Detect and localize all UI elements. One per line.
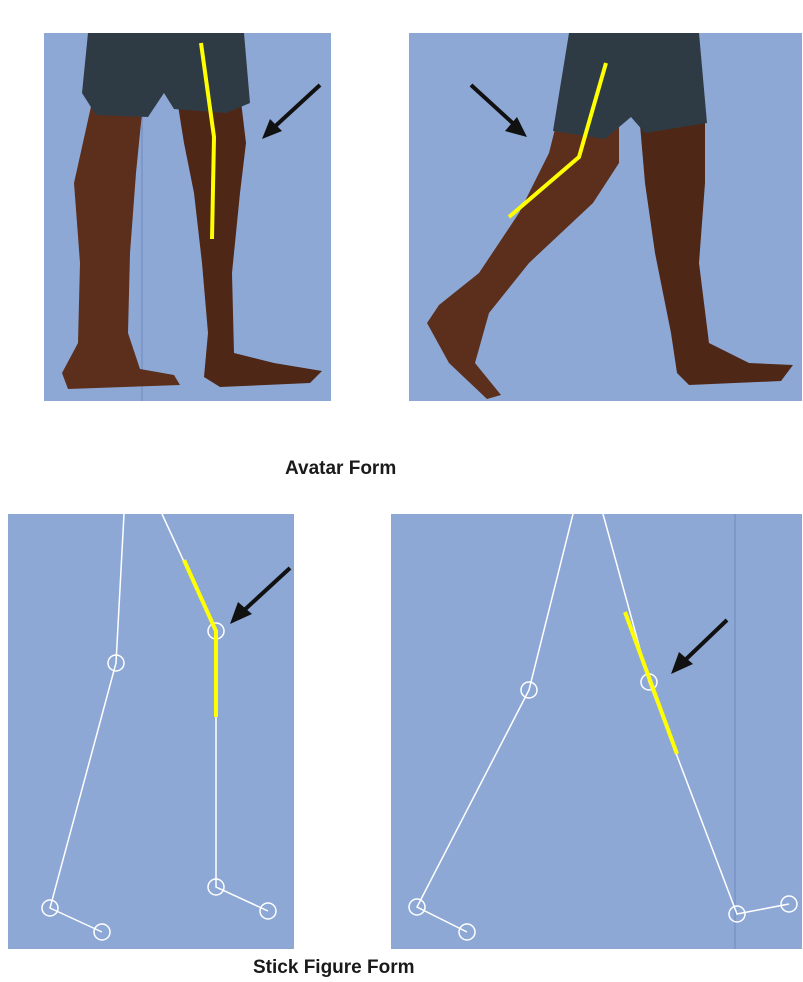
stick-leg-right <box>603 514 789 914</box>
stick-left-illustration <box>8 514 294 949</box>
back-leg <box>62 93 180 389</box>
arrow-icon <box>262 85 320 139</box>
avatar-panel-left <box>44 33 331 401</box>
front-leg <box>176 93 322 387</box>
stick-panel-right <box>391 514 802 949</box>
highlight-line <box>625 612 677 754</box>
avatar-panel-right <box>409 33 802 401</box>
stick-leg-left <box>50 514 124 932</box>
arrow-icon <box>671 620 727 674</box>
caption-stick-figure-form: Stick Figure Form <box>253 957 415 979</box>
bent-leg <box>427 113 619 399</box>
stick-panel-left <box>8 514 294 949</box>
shorts <box>553 33 707 139</box>
highlight-line <box>184 560 216 717</box>
caption-avatar-form: Avatar Form <box>285 458 396 480</box>
stick-right-illustration <box>391 514 802 949</box>
avatar-left-illustration <box>44 33 331 401</box>
arrow-icon <box>230 568 290 624</box>
stick-leg-left <box>417 514 573 932</box>
straight-leg <box>639 113 793 385</box>
shorts <box>82 33 250 117</box>
avatar-right-illustration <box>409 33 802 401</box>
arrow-icon <box>471 85 527 137</box>
